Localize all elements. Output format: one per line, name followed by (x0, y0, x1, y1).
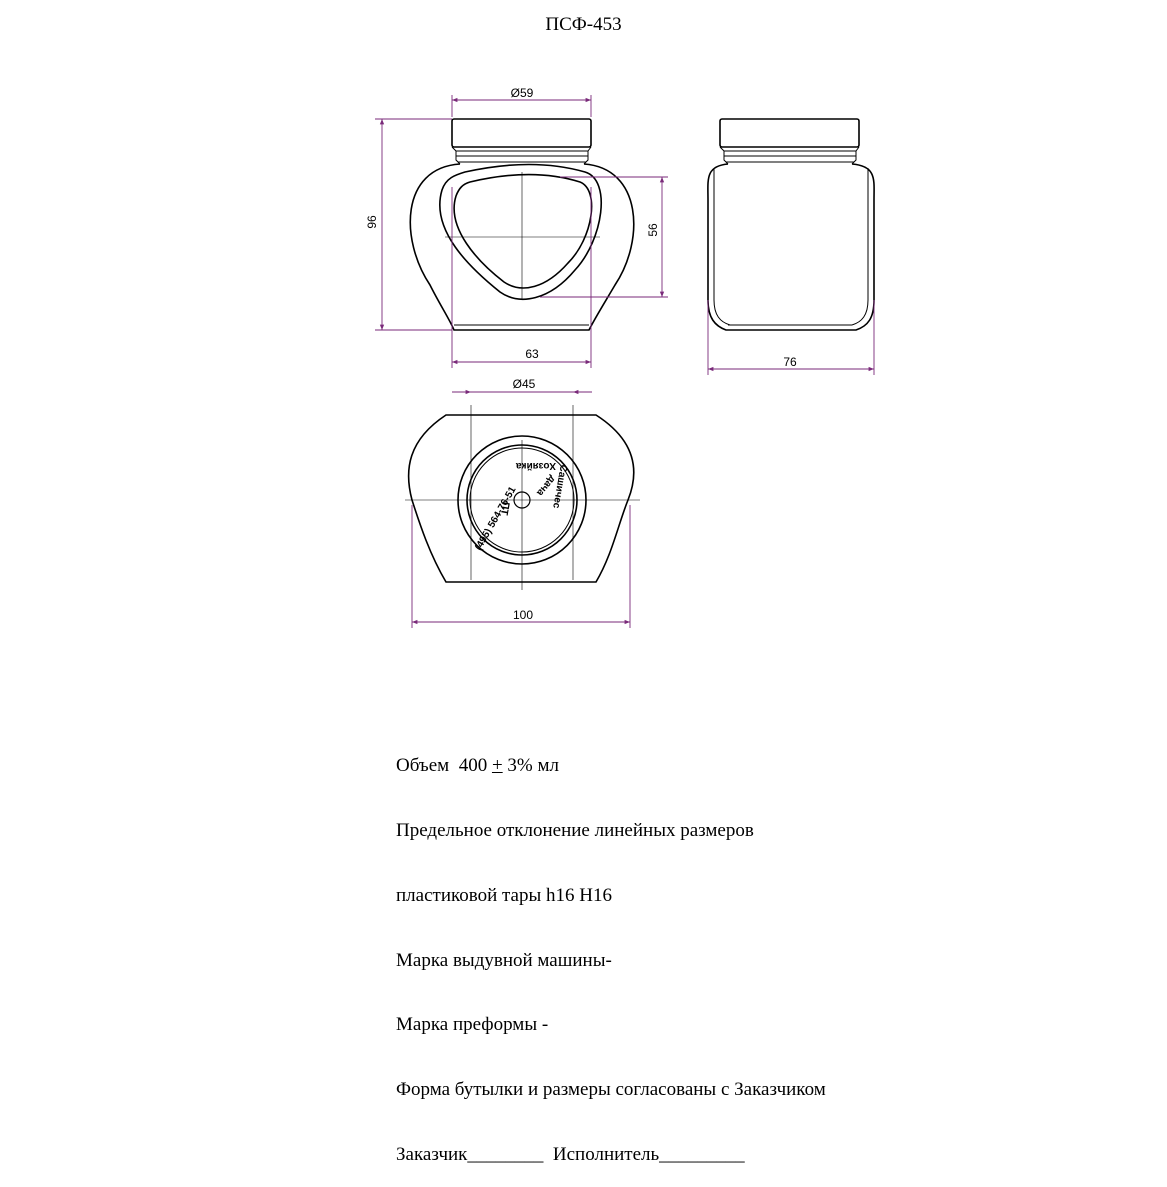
side-dimensions (707, 300, 875, 375)
note-preform: Марка преформы - (396, 1014, 549, 1036)
front-window-outer (439, 163, 603, 300)
dim-bottom-width: 100 (513, 608, 533, 622)
base-emboss: Хозяйка дача Сашичес ПТ (495) 564-76-51 (473, 460, 569, 553)
side-cap (719, 118, 860, 148)
front-dimensions (375, 95, 668, 368)
note-tolerance-class: пластиковой тары h16 H16 (396, 884, 612, 906)
technical-drawing: Ø59 96 56 63 76 (365, 86, 875, 628)
front-centerlines (445, 172, 600, 300)
emboss-line4: ПТ (498, 501, 511, 516)
dim-front-width: 63 (525, 347, 539, 361)
bottom-outline (407, 414, 635, 583)
bottom-centerlines (405, 405, 640, 590)
front-window-inner (453, 173, 593, 289)
front-body (409, 163, 635, 331)
dim-neck-diameter: Ø45 (513, 377, 536, 391)
side-body (707, 163, 875, 331)
dim-window-height: 56 (646, 223, 660, 237)
note-signatures: Заказчик________ Исполнитель_________ (396, 1143, 745, 1165)
bottom-dimensions (411, 389, 631, 628)
dim-height: 96 (365, 215, 379, 229)
spec-notes: Объем 400 + 3% мл Предельное отклонение … (396, 712, 826, 1187)
note-volume-tail: 3% мл (502, 755, 560, 777)
side-view (707, 118, 875, 331)
note-blow-machine: Марка выдувной машины- (396, 949, 612, 971)
dim-side-width: 76 (783, 355, 797, 369)
note-tolerance: Предельное отклонение линейных размеров (396, 819, 754, 841)
bottom-view (407, 414, 635, 583)
front-cap (451, 118, 592, 148)
note-agreement: Форма бутылки и размеры согласованы с За… (396, 1079, 826, 1101)
dim-top-diameter: Ø59 (511, 86, 534, 100)
front-view (409, 118, 635, 331)
note-volume-pm: + (491, 755, 503, 777)
note-volume: Объем 400 + 3% мл (396, 755, 826, 777)
emboss-line5: (495) 564-76-51 (473, 485, 519, 553)
emboss-line1: Хозяйка (516, 460, 556, 471)
note-volume-label: Объем 400 (396, 755, 492, 777)
drawing-title: ПСФ-453 (545, 14, 622, 35)
